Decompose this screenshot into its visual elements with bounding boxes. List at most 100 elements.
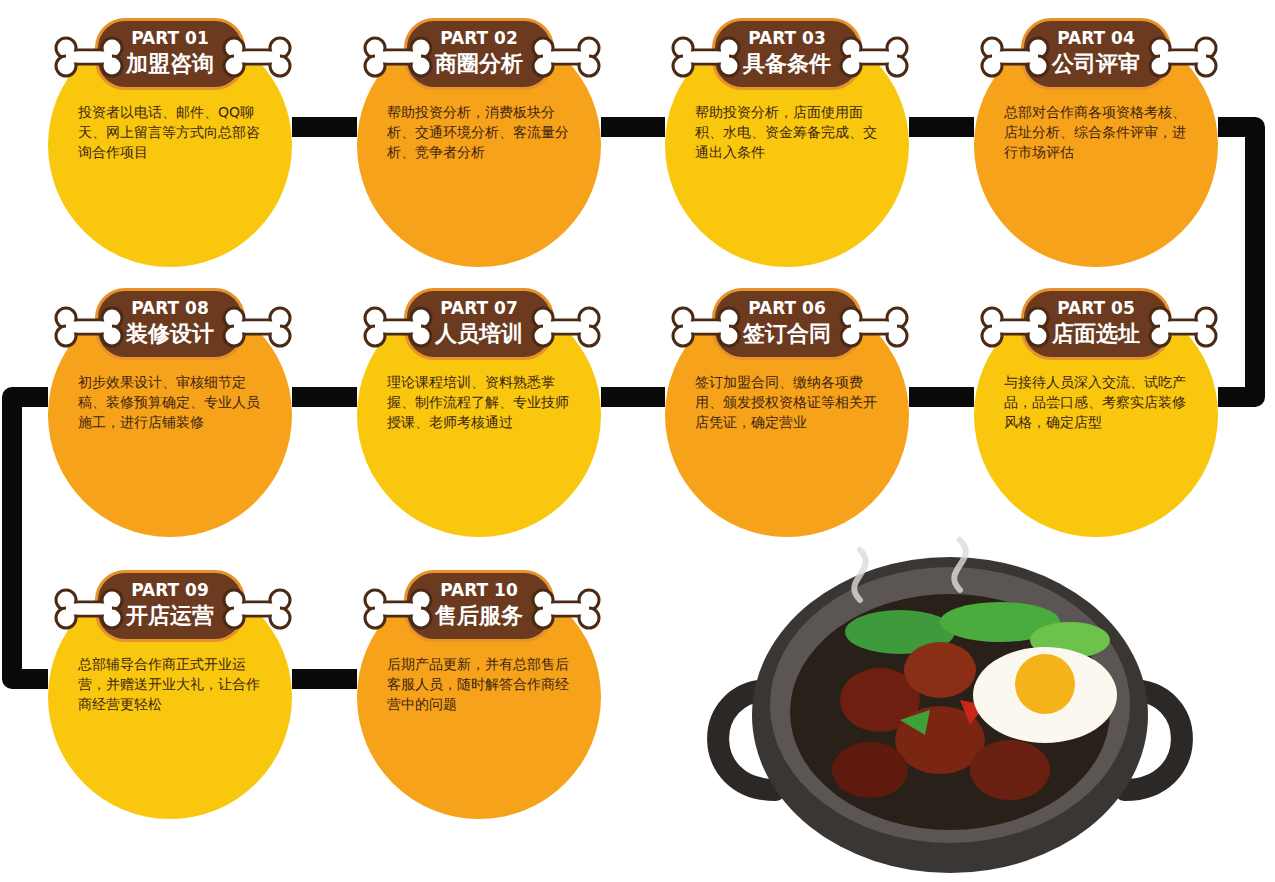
bone-part xyxy=(375,602,421,616)
step-title: 开店运营 xyxy=(116,601,224,631)
bone xyxy=(224,308,290,346)
flow-connector xyxy=(292,387,357,407)
bone xyxy=(56,590,122,628)
flow-connector xyxy=(292,669,357,689)
bone-part xyxy=(234,50,280,64)
step-title-pill: PART 03具备条件 xyxy=(712,18,862,90)
step-title: 售后服务 xyxy=(425,601,533,631)
bone-fill xyxy=(1160,52,1206,63)
flow-connector xyxy=(909,117,974,137)
step-circle: 与接待人员深入交流、试吃产品，品尝口感、考察实店装修风格，确定店型PART 05… xyxy=(974,293,1218,537)
step-title: 加盟咨询 xyxy=(116,49,224,79)
step-number: PART 02 xyxy=(425,27,533,49)
steam-wisp xyxy=(854,550,866,600)
step-description: 投资者以电话、邮件、QQ聊天、网上留言等方式向总部咨询合作项目 xyxy=(78,102,264,162)
step-circle: 签订加盟合同、缴纳各项费用、颁发授权资格证等相关开店凭证，确定营业 PART 06… xyxy=(665,293,909,537)
step-title-pill: PART 10售后服务 xyxy=(404,570,554,642)
bone xyxy=(533,38,599,76)
bone-part xyxy=(543,602,589,616)
bone-fill xyxy=(851,52,897,63)
bone-part xyxy=(543,50,589,64)
bone-fill xyxy=(375,322,421,333)
bone-part xyxy=(234,602,280,616)
step-title-pill: PART 07人员培训 xyxy=(404,288,554,360)
step-circle: 总部辅导合作商正式开业运营，并赠送开业大礼，让合作商经营更轻松 PART 09开店… xyxy=(48,575,292,819)
step-title-pill: PART 08装修设计 xyxy=(95,288,245,360)
step-title-pill: PART 01加盟咨询 xyxy=(95,18,245,90)
bone-fill xyxy=(66,52,112,63)
step-circle: 投资者以电话、邮件、QQ聊天、网上留言等方式向总部咨询合作项目 PART 01加盟… xyxy=(48,23,292,267)
bone-fill xyxy=(992,52,1038,63)
step-description: 总部辅导合作商正式开业运营，并赠送开业大礼，让合作商经营更轻松 xyxy=(78,654,264,714)
step-description: 后期产品更新，并有总部售后客服人员，随时解答合作商经营中的问题 xyxy=(387,654,573,714)
step-circle: 后期产品更新，并有总部售后客服人员，随时解答合作商经营中的问题 PART 10售后… xyxy=(357,575,601,819)
egg-yolk xyxy=(1015,654,1075,714)
pepper xyxy=(900,710,930,735)
bone-fill xyxy=(683,322,729,333)
bone-part xyxy=(375,50,421,64)
bone-fill xyxy=(234,604,280,615)
flow-connector xyxy=(601,387,665,407)
bone-part xyxy=(66,50,112,64)
pot-rim xyxy=(770,567,1130,843)
step-description: 初步效果设计、审核细节定稿、装修预算确定、专业人员施工，进行店铺装修 xyxy=(78,372,264,432)
step-title-pill: PART 02商圈分析 xyxy=(404,18,554,90)
bone xyxy=(56,308,122,346)
meat-piece xyxy=(970,740,1050,800)
step-number: PART 06 xyxy=(733,297,841,319)
step-circle: 帮助投资分析，店面使用面积、水电、资金筹备完成、交通出入条件 PART 03具备条… xyxy=(665,23,909,267)
step-number: PART 08 xyxy=(116,297,224,319)
step-number: PART 10 xyxy=(425,579,533,601)
egg-white xyxy=(973,647,1117,743)
greens xyxy=(845,602,1110,658)
flow-connector xyxy=(292,117,357,137)
meat-piece xyxy=(832,742,908,798)
bone xyxy=(224,38,290,76)
bone-fill xyxy=(543,322,589,333)
step-number: PART 01 xyxy=(116,27,224,49)
bone xyxy=(673,38,739,76)
bone xyxy=(365,38,431,76)
steam-wisp xyxy=(954,540,966,590)
bone-fill xyxy=(683,52,729,63)
step-title: 公司评审 xyxy=(1042,49,1150,79)
flow-connector xyxy=(601,117,665,137)
steam xyxy=(854,540,966,600)
step-number: PART 04 xyxy=(1042,27,1150,49)
bone-fill xyxy=(543,604,589,615)
step-description: 总部对合作商各项资格考核、店址分析、综合条件评审，进行市场评估 xyxy=(1004,102,1190,162)
bone xyxy=(224,590,290,628)
step-circle: 帮助投资分析，消费板块分析、交通环境分析、客流量分析、竞争者分析PART 02商… xyxy=(357,23,601,267)
flow-connector xyxy=(1218,127,1255,397)
bone-fill xyxy=(66,604,112,615)
bone xyxy=(1150,308,1216,346)
bone-part xyxy=(375,320,421,334)
bone-part xyxy=(683,50,729,64)
bone-part xyxy=(683,320,729,334)
bone xyxy=(673,308,739,346)
bone-fill xyxy=(543,52,589,63)
fried-egg xyxy=(973,647,1117,743)
step-number: PART 03 xyxy=(733,27,841,49)
bone-part xyxy=(992,320,1038,334)
bone-part xyxy=(851,320,897,334)
step-number: PART 07 xyxy=(425,297,533,319)
bone-part xyxy=(1160,320,1206,334)
bone-part xyxy=(992,50,1038,64)
bone-part xyxy=(543,320,589,334)
step-title-pill: PART 06签订合同 xyxy=(712,288,862,360)
bone-fill xyxy=(66,322,112,333)
step-description: 签订加盟合同、缴纳各项费用、颁发授权资格证等相关开店凭证，确定营业 xyxy=(695,372,881,432)
flow-connector xyxy=(909,387,974,407)
step-title: 具备条件 xyxy=(733,49,841,79)
step-circle: 总部对合作商各项资格考核、店址分析、综合条件评审，进行市场评估 PART 04公司… xyxy=(974,23,1218,267)
bone-fill xyxy=(1160,322,1206,333)
step-title-pill: PART 05店面选址 xyxy=(1021,288,1171,360)
step-number: PART 09 xyxy=(116,579,224,601)
bone xyxy=(56,38,122,76)
bone xyxy=(841,38,907,76)
step-description: 帮助投资分析，店面使用面积、水电、资金筹备完成、交通出入条件 xyxy=(695,102,881,162)
step-title: 人员培训 xyxy=(425,319,533,349)
bone xyxy=(365,308,431,346)
meat-piece xyxy=(904,642,976,698)
